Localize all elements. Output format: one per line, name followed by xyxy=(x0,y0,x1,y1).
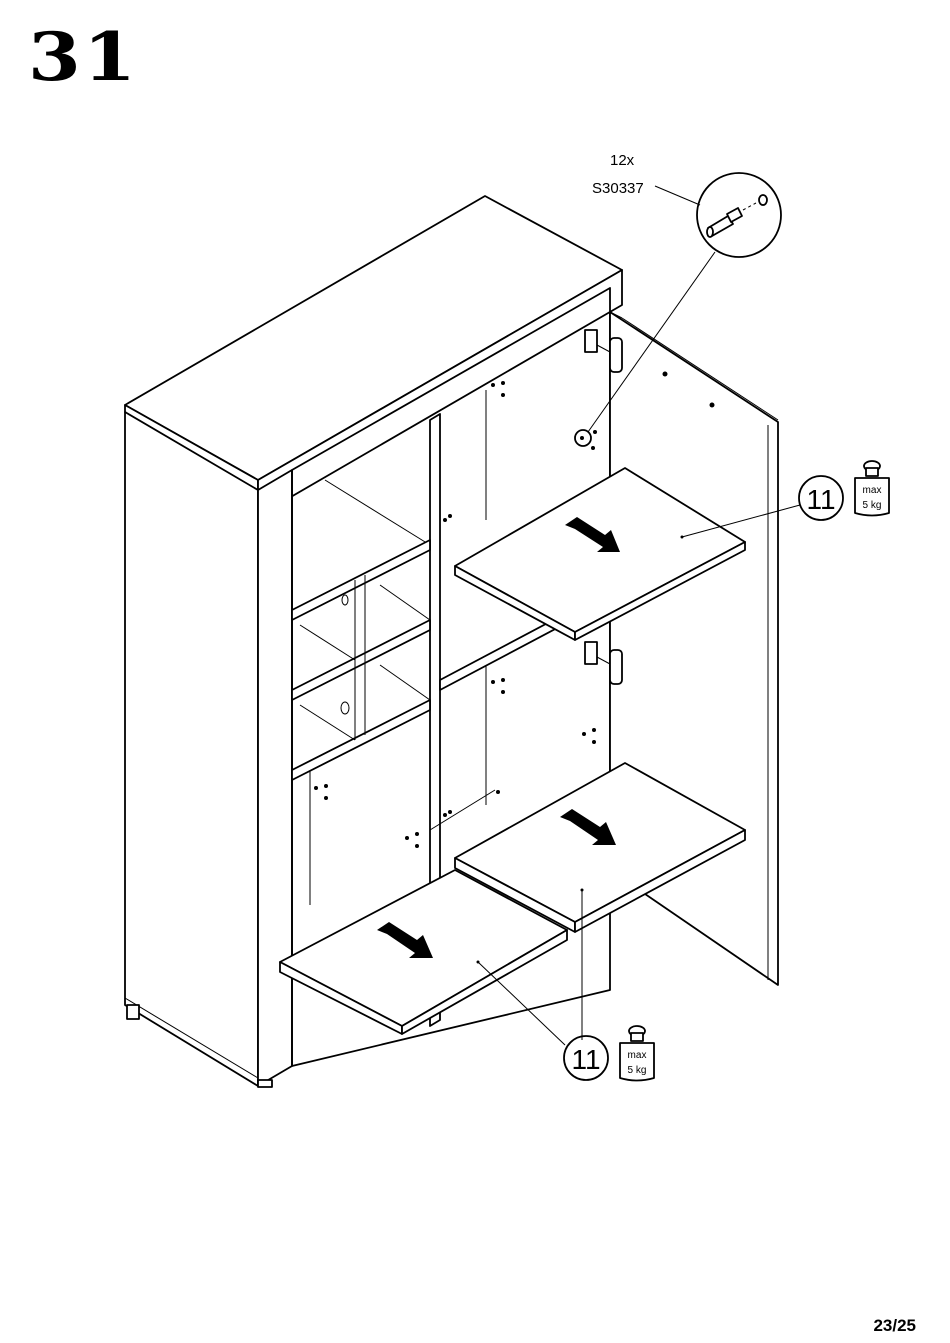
weight-limit-icon-lower: max 5 kg xyxy=(620,1026,654,1081)
shelf-part-label-upper: 11 xyxy=(799,476,843,520)
weight-max-label-upper: max xyxy=(863,485,882,496)
part-number-upper: 11 xyxy=(806,484,835,515)
weight-value-label-lower: 5 kg xyxy=(628,1065,647,1076)
left-front-edge xyxy=(258,470,292,1086)
weight-limit-icon-upper: max 5 kg xyxy=(855,461,889,516)
weight-max-label-lower: max xyxy=(628,1050,647,1061)
foot-front xyxy=(258,1080,272,1087)
pin-quantity-label: 12x xyxy=(610,152,635,169)
pin-part-code-label: S30337 xyxy=(592,180,644,197)
page-number: 23/25 xyxy=(873,1316,916,1336)
part-number-lower: 11 xyxy=(571,1044,600,1075)
weight-value-label-upper: 5 kg xyxy=(863,500,882,511)
shelf-part-label-lower: 11 xyxy=(564,1036,608,1080)
left-side-panel xyxy=(125,412,258,1086)
shelf-pin-icon xyxy=(707,195,767,237)
foot-left xyxy=(127,1005,139,1019)
